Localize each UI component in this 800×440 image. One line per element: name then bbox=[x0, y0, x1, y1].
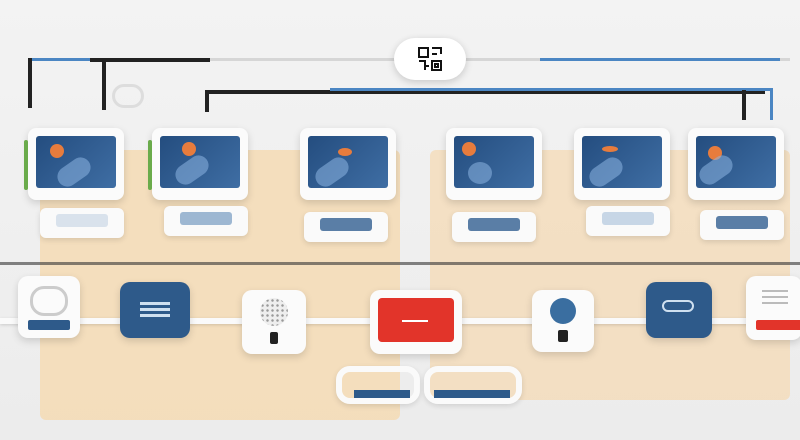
monitor-4-screen bbox=[454, 136, 534, 188]
monitor-6-screen bbox=[696, 136, 776, 188]
cloud-shape bbox=[585, 153, 627, 188]
dock-3[interactable] bbox=[304, 212, 388, 242]
monitor-5[interactable] bbox=[574, 128, 670, 200]
top-wire-blue-right bbox=[540, 58, 780, 61]
monitor-4[interactable] bbox=[446, 128, 542, 200]
right-drop-blue bbox=[770, 88, 773, 120]
lock-dial-icon bbox=[550, 298, 576, 324]
cloud-shape bbox=[53, 153, 95, 188]
monitor-1-green-accent bbox=[24, 140, 28, 190]
dock-slot bbox=[716, 216, 768, 229]
scanner-icon bbox=[30, 286, 68, 316]
monitor-3-screen bbox=[308, 136, 388, 188]
monitor-1-screen bbox=[36, 136, 116, 188]
center-base-right-blue bbox=[434, 390, 510, 398]
server-red-strip bbox=[756, 320, 800, 330]
bird-icon bbox=[602, 146, 618, 152]
monitor-2-green-accent bbox=[148, 140, 152, 190]
center-base-left-blue bbox=[354, 390, 410, 398]
second-drop bbox=[205, 90, 209, 112]
dock-slot bbox=[320, 218, 372, 231]
dock-2[interactable] bbox=[164, 206, 248, 236]
node-speaker[interactable] bbox=[242, 290, 306, 354]
monitor-6[interactable] bbox=[688, 128, 784, 200]
server-lines-icon bbox=[762, 290, 788, 292]
center-base-right bbox=[424, 366, 522, 404]
dock-1[interactable] bbox=[40, 208, 124, 238]
cloud-shape bbox=[171, 151, 213, 188]
scanner-base bbox=[28, 320, 70, 330]
center-base-left bbox=[336, 366, 420, 404]
right-drop bbox=[742, 90, 746, 120]
monitor-2-screen bbox=[160, 136, 240, 188]
node-scanner[interactable] bbox=[18, 276, 80, 338]
monitor-5-screen bbox=[582, 136, 662, 188]
fish-icon bbox=[338, 148, 352, 156]
second-wire-blue bbox=[330, 88, 770, 91]
center-node-red-panel bbox=[378, 298, 454, 342]
cloud-shape bbox=[468, 162, 492, 184]
speaker-grille-icon bbox=[260, 298, 288, 326]
node-lock[interactable] bbox=[532, 290, 594, 352]
hub-badge[interactable] bbox=[394, 38, 466, 80]
cloud-shape bbox=[696, 151, 737, 188]
dock-5[interactable] bbox=[586, 206, 670, 236]
dock-slot bbox=[180, 212, 232, 225]
hook-icon bbox=[112, 84, 144, 108]
dock-slot bbox=[56, 214, 108, 227]
qr-puzzle-icon bbox=[418, 47, 442, 71]
monitor-3[interactable] bbox=[300, 128, 396, 200]
monitor-1[interactable] bbox=[28, 128, 124, 200]
node-display[interactable] bbox=[646, 282, 712, 338]
sun-icon bbox=[182, 142, 196, 156]
dock-4[interactable] bbox=[452, 212, 536, 242]
top-wire-dark bbox=[90, 58, 210, 62]
speaker-slot bbox=[270, 332, 278, 344]
dock-6[interactable] bbox=[700, 210, 784, 240]
dock-slot bbox=[468, 218, 520, 231]
monitor-2[interactable] bbox=[152, 128, 248, 200]
cloud-shape bbox=[311, 153, 353, 188]
left-drop-wire bbox=[28, 58, 32, 108]
dock-slot bbox=[602, 212, 654, 225]
center-node[interactable] bbox=[370, 290, 462, 354]
second-wire bbox=[205, 90, 765, 94]
sun-icon bbox=[50, 144, 64, 158]
center-node-line bbox=[402, 320, 428, 322]
left-drop-wire-2 bbox=[102, 62, 106, 110]
node-router[interactable] bbox=[120, 282, 190, 338]
sun-icon bbox=[462, 142, 476, 156]
cloud-icon bbox=[662, 300, 694, 312]
node-server[interactable] bbox=[746, 276, 800, 340]
lock-slot bbox=[558, 330, 568, 342]
router-lines-icon bbox=[140, 302, 170, 305]
mid-rail bbox=[0, 262, 800, 265]
